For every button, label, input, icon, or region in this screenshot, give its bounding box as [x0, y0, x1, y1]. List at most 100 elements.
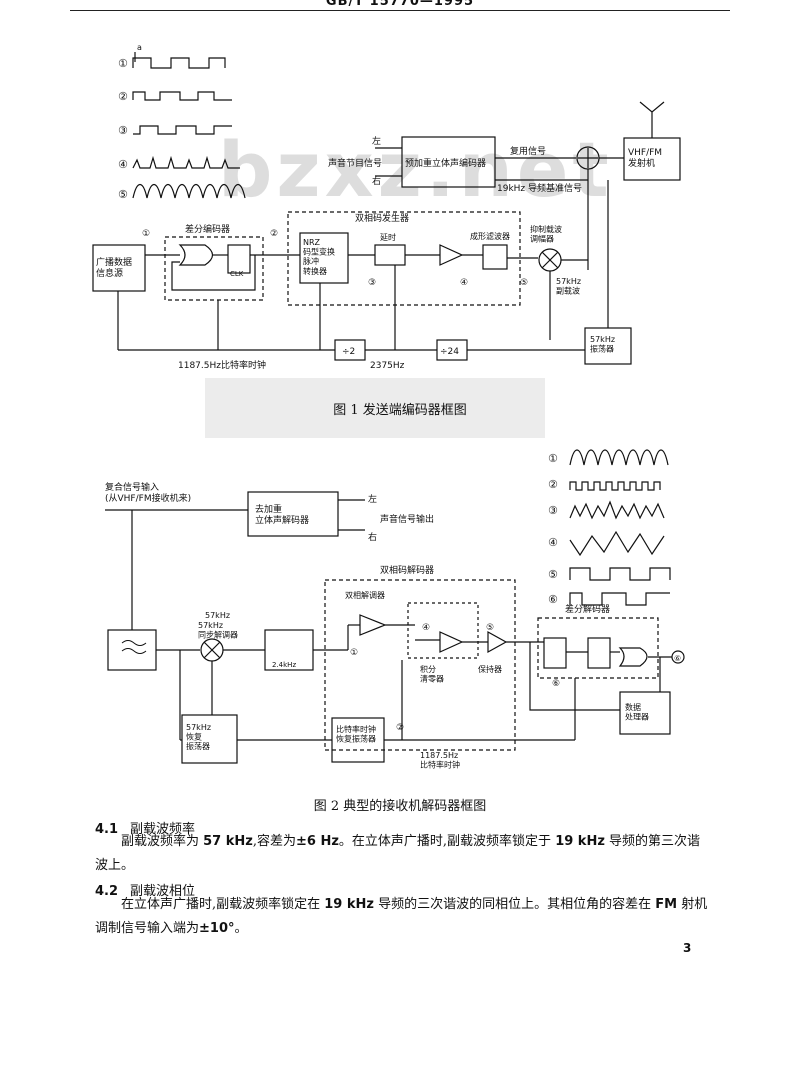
left-output-label: 左 [368, 493, 377, 505]
para1-text-4: 导频的第三次谐波上。 [95, 834, 701, 873]
page-number: 3 [683, 941, 692, 955]
recovery-oscillator-box [181, 714, 238, 764]
wave-label-2: ② [118, 90, 128, 103]
right-input-label: 右 [372, 175, 381, 187]
waveform-group [132, 52, 246, 199]
wave2-label-2: ② [548, 478, 558, 491]
biphase-dem-label: 双相解调器 [345, 590, 385, 600]
data-processor-box [619, 691, 671, 735]
wave2-label-1: ① [548, 452, 558, 465]
delay-box [374, 244, 406, 266]
standard-code-header: GB/T 15770—1995 [325, 0, 475, 9]
ff-a-box [543, 637, 567, 669]
para2-text-3: 射机调制信号输入端为 [95, 897, 708, 936]
biphase-generator-dashed [287, 211, 521, 306]
mpx-label: 复用信号 [510, 145, 546, 157]
audio-output-label: 声音信号输出 [380, 513, 434, 525]
data-processor-label: 数据处理器 [625, 702, 649, 722]
para1-bold-2: ±6 Hz [296, 834, 339, 849]
wave-label-3: ③ [118, 124, 128, 137]
node-5-label: ⑤ [520, 278, 528, 288]
para1-text-3: 。在立体声广播时,副载波频率锁定于 [338, 834, 556, 849]
wave2-label-4: ④ [548, 536, 558, 549]
para2-text-1: 在立体声广播时,副载波频率锁定在 [121, 897, 325, 912]
diff-decoder-label: 差分解码器 [565, 603, 610, 615]
ff-b-box [587, 637, 611, 669]
para2-bold-2: FM [655, 897, 678, 912]
node2-5-label: ⑤ [486, 623, 494, 633]
section-4-2-number: 4.2 [95, 884, 119, 899]
node-4-label: ④ [460, 278, 468, 288]
watermark-text: bzxz.net [218, 125, 613, 214]
audio-input-label: 声音节目信号 [328, 157, 382, 169]
data-source-label: 广播数据信息源 [96, 256, 132, 279]
section-4-2-paragraph: 在立体声广播时,副载波频率锁定在 19 kHz 导频的三次谐波的同相位上。其相位… [95, 893, 710, 941]
inverter-icon [359, 614, 387, 636]
bp57-label: 57kHz [205, 611, 230, 620]
para2-text-4: 。 [234, 921, 248, 936]
biphase-decoder-dashed [324, 579, 516, 751]
figure-1-diagram: ① ② ③ ④ ⑤ a 预加重立体声编码器 左 右 声音节目信号 复用信号 19… [0, 40, 800, 380]
holder-label: 保持器 [478, 664, 502, 674]
node2-1-label: ① [350, 648, 358, 658]
wave-label-4: ④ [118, 158, 128, 171]
f2375-label: 2375Hz [370, 361, 405, 371]
para2-bold-1: 19 kHz [324, 897, 374, 912]
left-input-label: 左 [372, 135, 381, 147]
sup-mod-label: 抑制载波调幅器 [530, 224, 562, 244]
stereo-encoder-box [401, 136, 496, 188]
delay-label: 延时 [380, 232, 396, 242]
blurred-watermark [205, 378, 545, 438]
lpf-label: 2.4kHz [272, 661, 296, 669]
biphase-decoder-label: 双相码解码器 [380, 564, 434, 576]
diff-decoder-dashed [537, 617, 659, 679]
bitclock-label: 1187.5Hz比特率时钟 [178, 359, 266, 371]
right-output-label: 右 [368, 531, 377, 543]
input-label: 复合信号输入(从VHF/FM接收机来) [105, 481, 191, 504]
wave2-label-5: ⑤ [548, 568, 558, 581]
waveform-group-2 [569, 449, 671, 606]
node2-2-label: ② [396, 723, 404, 733]
section-4-2-heading: 4.2 副载波相位 [95, 880, 195, 899]
clk-label: CLK [230, 270, 244, 278]
node2-6-out: ⑥ [674, 654, 681, 663]
figure-2-diagram: ① ② ③ ④ ⑤ ⑥ 复合信号输入(从VHF/FM接收机来) 去加重立体声解码… [0, 440, 800, 790]
shaping-filter-box [482, 244, 508, 270]
xor-gate-2-icon [618, 647, 648, 667]
wave-tick-a: a [137, 43, 142, 52]
stereo-encoder-label: 预加重立体声编码器 [405, 157, 486, 169]
divide-24-label: ÷24 [440, 347, 459, 357]
biphase-generator-label: 双相码发生器 [355, 212, 409, 224]
shaping-filter-label: 成形滤波器 [470, 231, 510, 241]
section-4-1-title: 副载波频率 [130, 822, 196, 837]
divide-2-label: ÷2 [342, 347, 355, 357]
bitclock-recovery-label: 比特率时钟恢复振荡器 [336, 724, 376, 744]
node2-6-label: ⑥ [552, 679, 560, 689]
para2-text-2: 导频的三次谐波的同相位上。其相位角的容差在 [373, 897, 656, 912]
wave2-label-3: ③ [548, 504, 558, 517]
para1-bold-3: 19 kHz [555, 834, 605, 849]
wave2-label-6: ⑥ [548, 593, 558, 606]
stereo-decoder-label: 去加重立体声解码器 [255, 503, 309, 526]
header-rule [70, 10, 730, 11]
integ-label: 积分清零器 [420, 664, 444, 684]
pilot-label: 19kHz 导频基准信号 [497, 182, 582, 194]
nrz-converter-box [299, 232, 349, 284]
stereo-decoder-box [247, 491, 339, 537]
figure-1-caption: 图 1 发送端编码器框图 [333, 403, 467, 418]
para2-bold-3: ±10° [199, 921, 235, 936]
xor-gate-icon [178, 244, 214, 266]
para1-text-1: 副载波频率为 [121, 834, 204, 849]
data-source-box [92, 244, 146, 292]
section-4-2-title: 副载波相位 [130, 884, 196, 899]
diff-encoder-label: 差分编码器 [185, 223, 230, 235]
integrator-dashed [407, 602, 479, 659]
